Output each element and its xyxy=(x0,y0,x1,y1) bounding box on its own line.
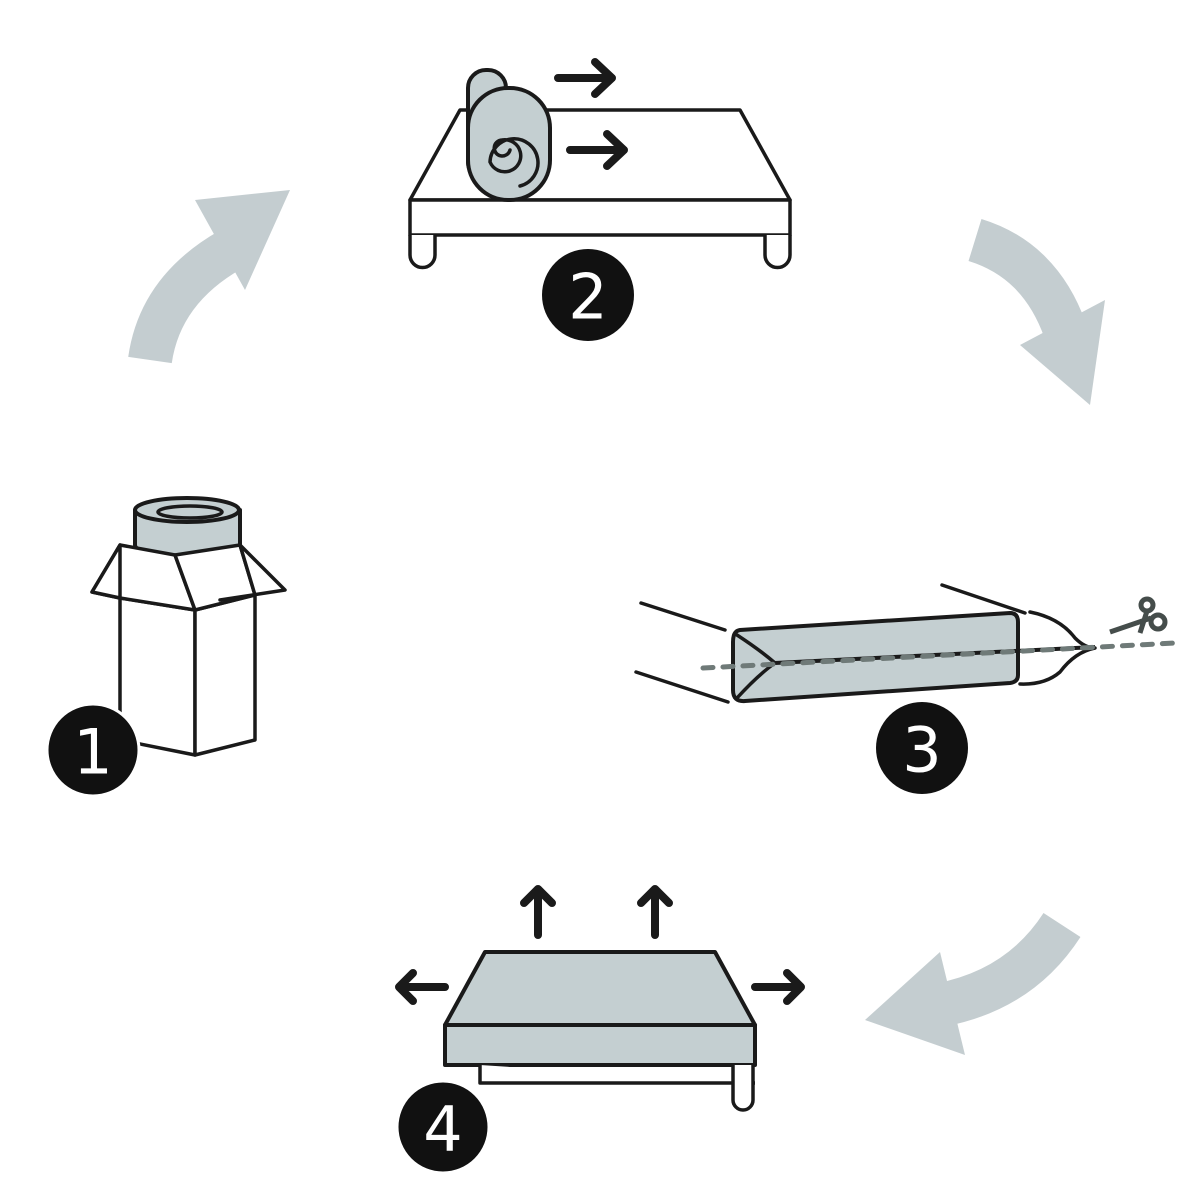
step-badge-3: 3 xyxy=(876,702,968,794)
step-badge-1: 1 xyxy=(45,702,141,798)
step-number: 2 xyxy=(568,261,607,334)
arrow-up-icon xyxy=(637,885,673,939)
cycle-arrow-1-to-2 xyxy=(128,190,290,364)
arrow-right-icon xyxy=(751,969,805,1005)
cycle-arrow-3-to-4 xyxy=(865,912,1081,1055)
cut-line xyxy=(700,640,1178,671)
arrow-up-icon xyxy=(520,885,556,939)
step-2-unroll-on-bed xyxy=(408,58,792,270)
scissors-icon xyxy=(1109,596,1168,635)
step-1-boxed-mattress xyxy=(90,496,287,757)
arrow-right-icon xyxy=(566,130,628,170)
cycle-arrow-2-to-3 xyxy=(967,218,1105,405)
step-badge-4: 4 xyxy=(395,1079,491,1175)
arrow-left-icon xyxy=(395,969,449,1005)
step-number: 1 xyxy=(73,716,112,789)
step-badge-2: 2 xyxy=(542,249,634,341)
step-number: 3 xyxy=(902,714,941,787)
step-4-mattress-expands xyxy=(395,885,805,1112)
step-number: 4 xyxy=(423,1093,462,1166)
step-3-cut-wrapping xyxy=(634,583,1178,704)
arrow-right-icon xyxy=(554,58,616,98)
